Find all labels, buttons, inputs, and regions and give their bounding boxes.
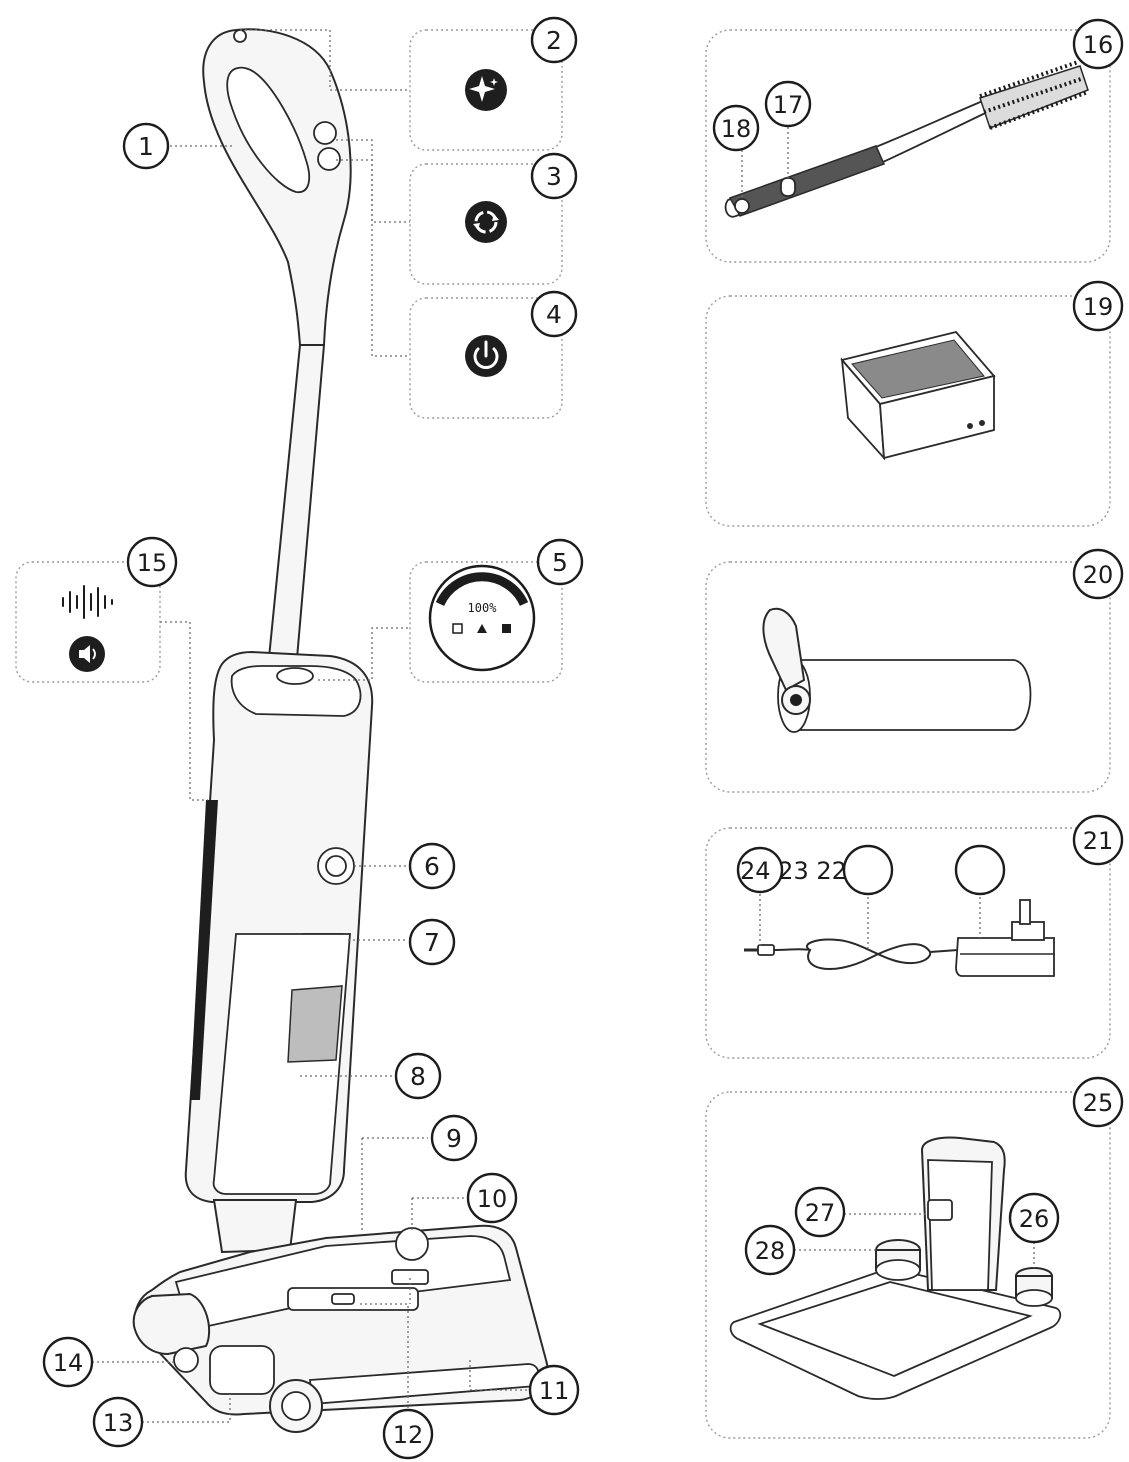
- svg-text:3: 3: [546, 162, 562, 191]
- svg-text:15: 15: [137, 549, 168, 577]
- svg-text:5: 5: [552, 548, 568, 577]
- power-adapter: [744, 899, 1055, 977]
- svg-text:14: 14: [53, 1349, 84, 1377]
- callout-15: 15: [126, 536, 178, 588]
- callout-22-24: 24 23 22: [736, 844, 1006, 896]
- self-clean-cycle-icon: [465, 201, 507, 243]
- callout-6: 6: [408, 842, 456, 890]
- filter-cartridge: [840, 330, 996, 461]
- svg-text:4: 4: [546, 300, 562, 329]
- svg-text:9: 9: [446, 1124, 462, 1153]
- callout-27: 27: [794, 1186, 846, 1238]
- sparkle-icon: [465, 69, 507, 111]
- svg-text:7: 7: [424, 928, 440, 957]
- svg-text:24 23 22: 24 23 22: [740, 857, 847, 885]
- callout-2: 2: [530, 16, 578, 64]
- svg-text:21: 21: [1083, 827, 1114, 855]
- callout-4: 4: [530, 290, 578, 338]
- leader-lines: [92, 29, 1035, 1423]
- svg-text:6: 6: [424, 852, 440, 881]
- callout-1: 1: [122, 122, 170, 170]
- svg-text:13: 13: [103, 1409, 134, 1437]
- callout-5: 5: [536, 538, 584, 586]
- svg-text:27: 27: [805, 1199, 836, 1227]
- callout-28: 28: [744, 1224, 796, 1276]
- callout-3: 3: [530, 152, 578, 200]
- power-icon: [465, 335, 507, 377]
- callout-16: 16: [1072, 18, 1124, 70]
- lcd-display: 100%: [428, 564, 536, 672]
- svg-text:25: 25: [1083, 1089, 1114, 1117]
- callout-10: 10: [466, 1172, 518, 1224]
- callout-21: 21: [1072, 814, 1124, 866]
- svg-text:10: 10: [477, 1185, 508, 1213]
- speaker-icon: [69, 636, 105, 672]
- callout-26: 26: [1008, 1192, 1060, 1244]
- charging-base: [729, 1136, 1062, 1400]
- svg-text:18: 18: [721, 115, 752, 143]
- callout-9: 9: [430, 1114, 478, 1162]
- panel-adapter: [705, 827, 1111, 1059]
- voice-wave-icon: [62, 585, 113, 619]
- callout-19: 19: [1072, 280, 1124, 332]
- cleaning-brush: [724, 60, 1089, 218]
- svg-text:8: 8: [410, 1062, 426, 1091]
- callout-8: 8: [394, 1052, 442, 1100]
- battery-percentage: 100%: [468, 601, 498, 615]
- brush-roller: [762, 607, 1032, 733]
- svg-text:19: 19: [1083, 293, 1114, 321]
- svg-text:28: 28: [755, 1237, 786, 1265]
- callout-14: 14: [42, 1336, 94, 1388]
- svg-text:17: 17: [773, 91, 804, 119]
- svg-text:26: 26: [1019, 1205, 1050, 1233]
- svg-text:20: 20: [1083, 561, 1114, 589]
- callout-18: 18: [712, 104, 760, 152]
- callout-7: 7: [408, 918, 456, 966]
- svg-text:2: 2: [546, 26, 562, 55]
- svg-text:1: 1: [138, 132, 154, 161]
- svg-text:11: 11: [539, 1377, 570, 1405]
- vacuum-illustration: [132, 28, 549, 1433]
- callout-12: 12: [382, 1408, 434, 1460]
- callout-25: 25: [1072, 1076, 1124, 1128]
- callout-17: 17: [764, 80, 812, 128]
- svg-text:16: 16: [1083, 31, 1114, 59]
- callout-13: 13: [92, 1396, 144, 1448]
- svg-text:12: 12: [393, 1421, 424, 1449]
- callout-11: 11: [528, 1364, 580, 1416]
- callout-20: 20: [1072, 548, 1124, 600]
